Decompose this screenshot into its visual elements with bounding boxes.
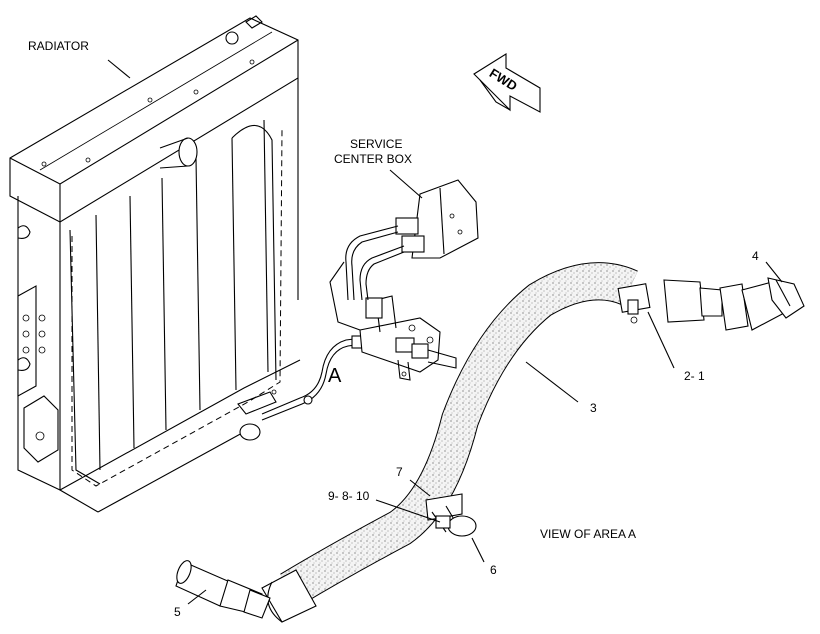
fwd-arrow: FWD: [473, 53, 541, 113]
callout-2-1: 2- 1: [684, 369, 705, 383]
callout-7: 7: [396, 465, 403, 479]
service-center-box: [329, 179, 479, 331]
callout-4: 4: [752, 249, 759, 263]
radiator-assembly: [9, 15, 301, 513]
callout-6: 6: [490, 563, 497, 577]
small-tube-assembly: [261, 295, 457, 421]
leader-lines: [107, 59, 783, 605]
radiator-label: RADIATOR: [28, 39, 89, 53]
hose-3: [280, 263, 638, 606]
area-a-label: A: [328, 365, 342, 387]
callout-3: 3: [590, 401, 597, 415]
view-of-area-label: VIEW OF AREA A: [540, 527, 636, 541]
service-label-line1: SERVICE: [350, 137, 402, 151]
callout-9-8-10: 9- 8- 10: [328, 489, 370, 503]
callout-5: 5: [174, 605, 181, 619]
service-label-line2: CENTER BOX: [334, 152, 412, 166]
hose-assembly: [175, 262, 805, 623]
